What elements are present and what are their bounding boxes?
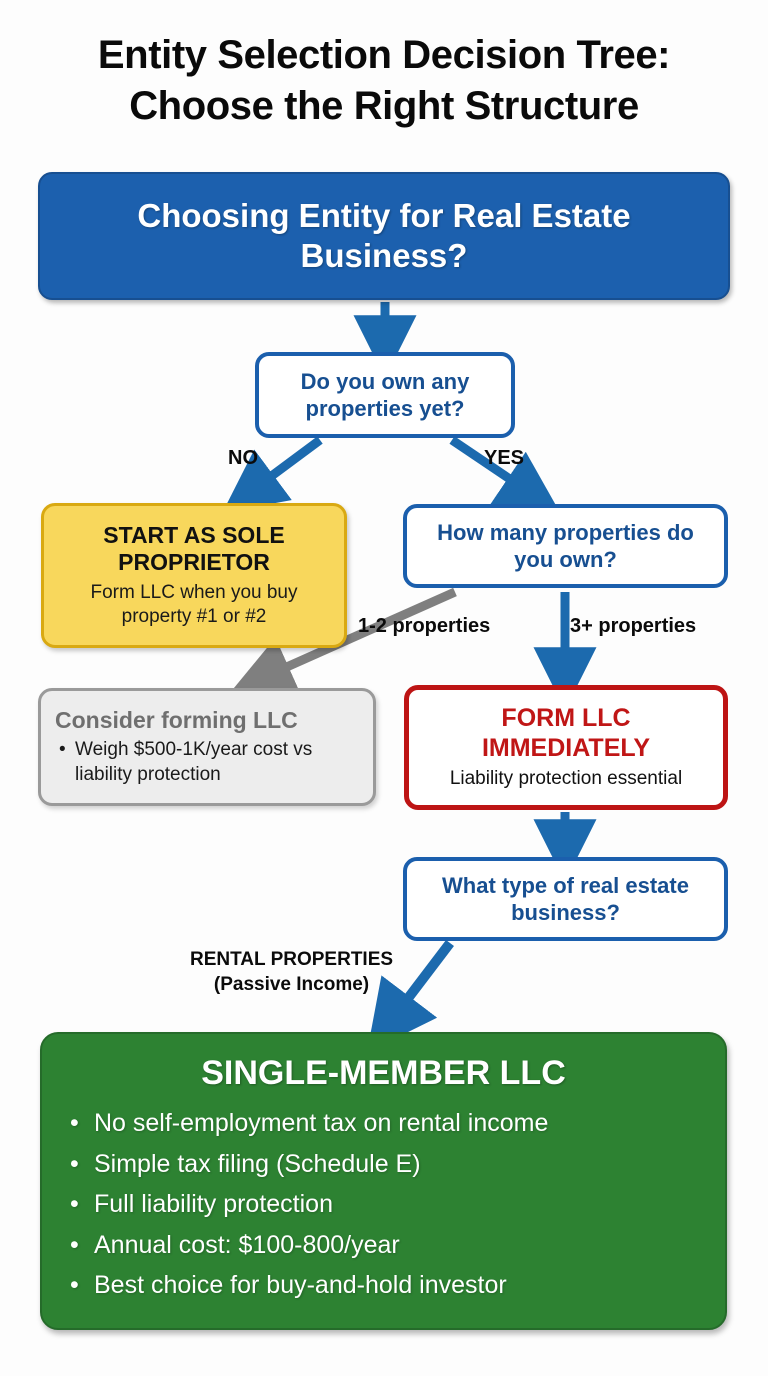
- edge-label-rental-properties: RENTAL PROPERTIES (Passive Income): [190, 948, 393, 997]
- node-question-business-type-label: What type of real estate business?: [442, 872, 689, 926]
- node-question-own-properties[interactable]: Do you own any properties yet?: [255, 352, 515, 438]
- list-item: Weigh $500-1K/year cost vs liability pro…: [59, 738, 363, 787]
- node-root-choosing-entity[interactable]: Choosing Entity for Real Estate Business…: [38, 172, 730, 300]
- list-item: Simple tax filing (Schedule E): [70, 1144, 709, 1185]
- node-outcome-single-member-llc[interactable]: SINGLE-MEMBER LLC No self-employment tax…: [40, 1032, 727, 1330]
- node-outcome-single-member-llc-headline: SINGLE-MEMBER LLC: [201, 1054, 566, 1092]
- edge-label-1-2-properties: 1-2 properties: [358, 615, 491, 637]
- edge-label-no: NO: [228, 447, 258, 469]
- node-question-own-properties-label: Do you own any properties yet?: [300, 368, 470, 422]
- node-outcome-form-llc-immediately[interactable]: FORM LLC IMMEDIATELY Liability protectio…: [404, 685, 728, 810]
- edge-label-yes: YES: [484, 447, 525, 469]
- node-outcome-form-llc-immediately-headline: FORM LLC IMMEDIATELY: [481, 704, 651, 762]
- node-outcome-sole-proprietor-headline: START AS SOLE PROPRIETOR: [103, 521, 285, 576]
- edge-label-3-plus-properties: 3+ properties: [570, 615, 697, 637]
- node-outcome-consider-forming-llc-headline: Consider forming LLC: [55, 706, 298, 733]
- node-outcome-consider-forming-llc-list: Weigh $500-1K/year cost vs liability pro…: [41, 738, 373, 787]
- edge-label-rental-properties-line1: RENTAL PROPERTIES: [190, 949, 394, 970]
- node-question-how-many-properties-label: How many properties do you own?: [437, 519, 694, 573]
- edge-label-rental-properties-line2: (Passive Income): [213, 973, 370, 995]
- node-question-business-type[interactable]: What type of real estate business?: [403, 857, 728, 941]
- list-item: No self-employment tax on rental income: [70, 1103, 709, 1144]
- list-item: Annual cost: $100-800/year: [70, 1225, 709, 1266]
- edge-qtype-to-smllc: [367, 939, 454, 1053]
- edge-own-no-to-soleprop: [222, 436, 323, 513]
- page-title-line2: Choose the Right Structure: [129, 84, 639, 129]
- page-title: Entity Selection Decision Tree: Choose t…: [0, 30, 768, 132]
- node-outcome-consider-forming-llc[interactable]: Consider forming LLC Weigh $500-1K/year …: [38, 688, 376, 806]
- node-question-how-many-properties[interactable]: How many properties do you own?: [403, 504, 728, 588]
- page-title-line1: Entity Selection Decision Tree:: [97, 33, 671, 77]
- node-root-label: Choosing Entity for Real Estate Business…: [137, 196, 631, 274]
- node-outcome-single-member-llc-list: No self-employment tax on rental income …: [42, 1099, 725, 1306]
- node-outcome-form-llc-immediately-sub: Liability protection essential: [449, 768, 683, 790]
- list-item: Best choice for buy-and-hold investor: [70, 1265, 709, 1306]
- node-outcome-sole-proprietor-sub: Form LLC when you buy property #1 or #2: [90, 581, 298, 628]
- node-outcome-sole-proprietor[interactable]: START AS SOLE PROPRIETOR Form LLC when y…: [41, 503, 347, 648]
- list-item: Full liability protection: [70, 1184, 709, 1225]
